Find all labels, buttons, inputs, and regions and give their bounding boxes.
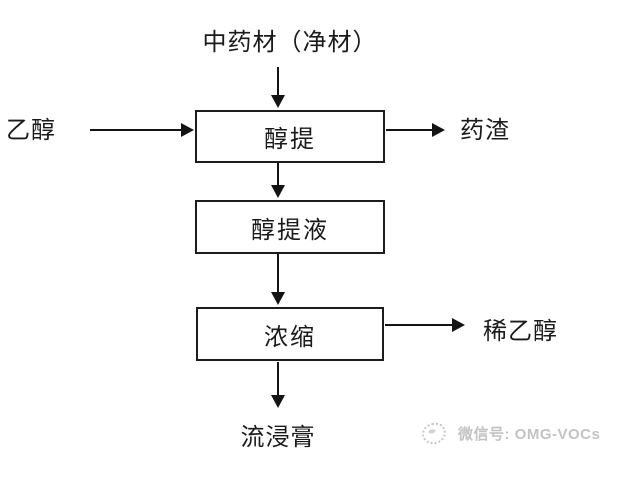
arrow-head-down-icon	[271, 95, 285, 108]
arrow-line	[277, 254, 279, 293]
fluid-extract-output-label: 流浸膏	[240, 424, 316, 451]
arrow-line	[277, 67, 279, 96]
watermark: 微信号: OMG-VOCs	[420, 420, 601, 447]
arrow-line	[277, 163, 279, 186]
arrow-head-down-icon	[271, 185, 285, 198]
process-box-concentrate-label: 浓缩	[264, 323, 316, 351]
watermark-text: 微信号: OMG-VOCs	[458, 426, 601, 443]
residue-output-label: 药渣	[460, 117, 510, 144]
arrow-line	[386, 129, 433, 131]
process-box-extract: 醇提	[195, 110, 385, 163]
arrow-line	[277, 362, 279, 396]
arrow-head-right-icon	[432, 123, 445, 137]
arrow-head-right-icon	[181, 123, 194, 137]
process-box-extract-label: 醇提	[264, 126, 316, 153]
process-box-extract-liquid: 醇提液	[195, 200, 385, 254]
arrow-line	[385, 324, 453, 326]
arrow-head-down-icon	[271, 395, 285, 408]
panda-logo-icon	[420, 420, 448, 447]
source-material-label: 中药材（净材）	[202, 29, 378, 56]
arrow-head-right-icon	[452, 318, 465, 332]
process-box-concentrate: 浓缩	[196, 307, 384, 361]
arrow-line	[90, 129, 182, 131]
process-box-extract-liquid-label: 醇提液	[251, 216, 329, 244]
ethanol-input-label: 乙醇	[6, 117, 56, 144]
arrow-head-down-icon	[271, 292, 285, 305]
dilute-ethanol-output-label: 稀乙醇	[483, 318, 558, 345]
